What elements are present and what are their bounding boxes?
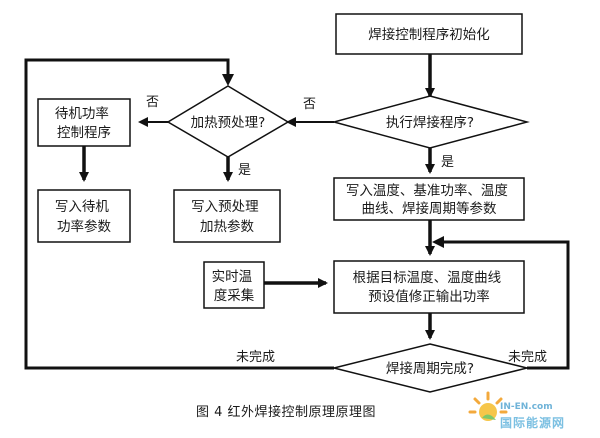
node-adjust-power-box xyxy=(333,260,525,314)
node-adjust-power-line2: 预设值修正输出功率 xyxy=(368,288,490,305)
label-cycle-incomplete-right: 未完成 xyxy=(508,350,547,365)
node-adjust-power-line1: 根据目标温度、温度曲线 xyxy=(353,270,502,286)
label-preheat-yes: 是 xyxy=(238,163,251,178)
node-write-standby-line2: 功率参数 xyxy=(57,218,111,235)
node-cycle-done-diamond xyxy=(333,343,528,393)
node-write-params-line2: 曲线、焊接周期等参数 xyxy=(362,200,497,217)
label-preheat-no: 否 xyxy=(146,95,159,110)
edge-cycle-incomplete-left xyxy=(24,58,334,370)
node-adjust-power: 根据目标温度、温度曲线 预设值修正输出功率 xyxy=(353,270,506,305)
node-write-params-line1: 写入温度、基准功率、温度 xyxy=(346,182,508,199)
node-write-standby-box xyxy=(37,189,131,243)
node-preheat: 加热预处理? xyxy=(191,115,266,131)
node-write-preheat-line2: 加热参数 xyxy=(200,218,254,235)
node-realtime-temp-box xyxy=(203,261,265,309)
node-write-preheat: 写入预处理 加热参数 xyxy=(191,199,263,235)
watermark-name: 国际能源网 xyxy=(500,416,566,430)
label-cycle-incomplete-left: 未完成 xyxy=(236,350,275,365)
node-realtime-temp-line1: 实时温 xyxy=(212,269,253,285)
node-init-box xyxy=(335,13,523,55)
node-standby-program: 待机功率 控制程序 xyxy=(55,105,113,141)
node-execute: 执行焊接程序? xyxy=(386,114,474,131)
node-cycle-done: 焊接周期完成? xyxy=(386,360,474,377)
node-write-preheat-box xyxy=(173,189,281,243)
node-write-preheat-line1: 写入预处理 xyxy=(191,199,259,215)
node-write-standby-line1: 写入待机 xyxy=(55,199,109,215)
node-standby-program-line2: 控制程序 xyxy=(57,125,111,141)
node-write-params-box xyxy=(333,177,525,221)
watermark-logo-icon xyxy=(468,391,508,421)
figure-caption: 图 4 红外焊接控制原理原理图 xyxy=(196,405,377,420)
label-execute-no: 否 xyxy=(303,97,316,112)
node-standby-program-box xyxy=(37,98,131,147)
node-execute-diamond xyxy=(331,95,530,149)
node-preheat-diamond xyxy=(166,85,290,158)
edge-cycle-incomplete-right-arrowhead xyxy=(432,236,444,248)
node-write-params: 写入温度、基准功率、温度 曲线、焊接周期等参数 xyxy=(346,182,512,217)
node-realtime-temp-line2: 度采集 xyxy=(214,288,255,304)
node-standby-program-line1: 待机功率 xyxy=(55,105,109,122)
label-execute-yes: 是 xyxy=(441,155,454,170)
node-write-standby: 写入待机 功率参数 xyxy=(55,199,113,235)
node-realtime-temp: 实时温 度采集 xyxy=(212,269,257,304)
node-init: 焊接控制程序初始化 xyxy=(368,26,490,43)
edge-cycle-incomplete-left-arrowhead xyxy=(222,74,234,86)
watermark-url: IN-EN.com xyxy=(500,402,553,412)
edge-cycle-incomplete-right xyxy=(442,240,570,370)
